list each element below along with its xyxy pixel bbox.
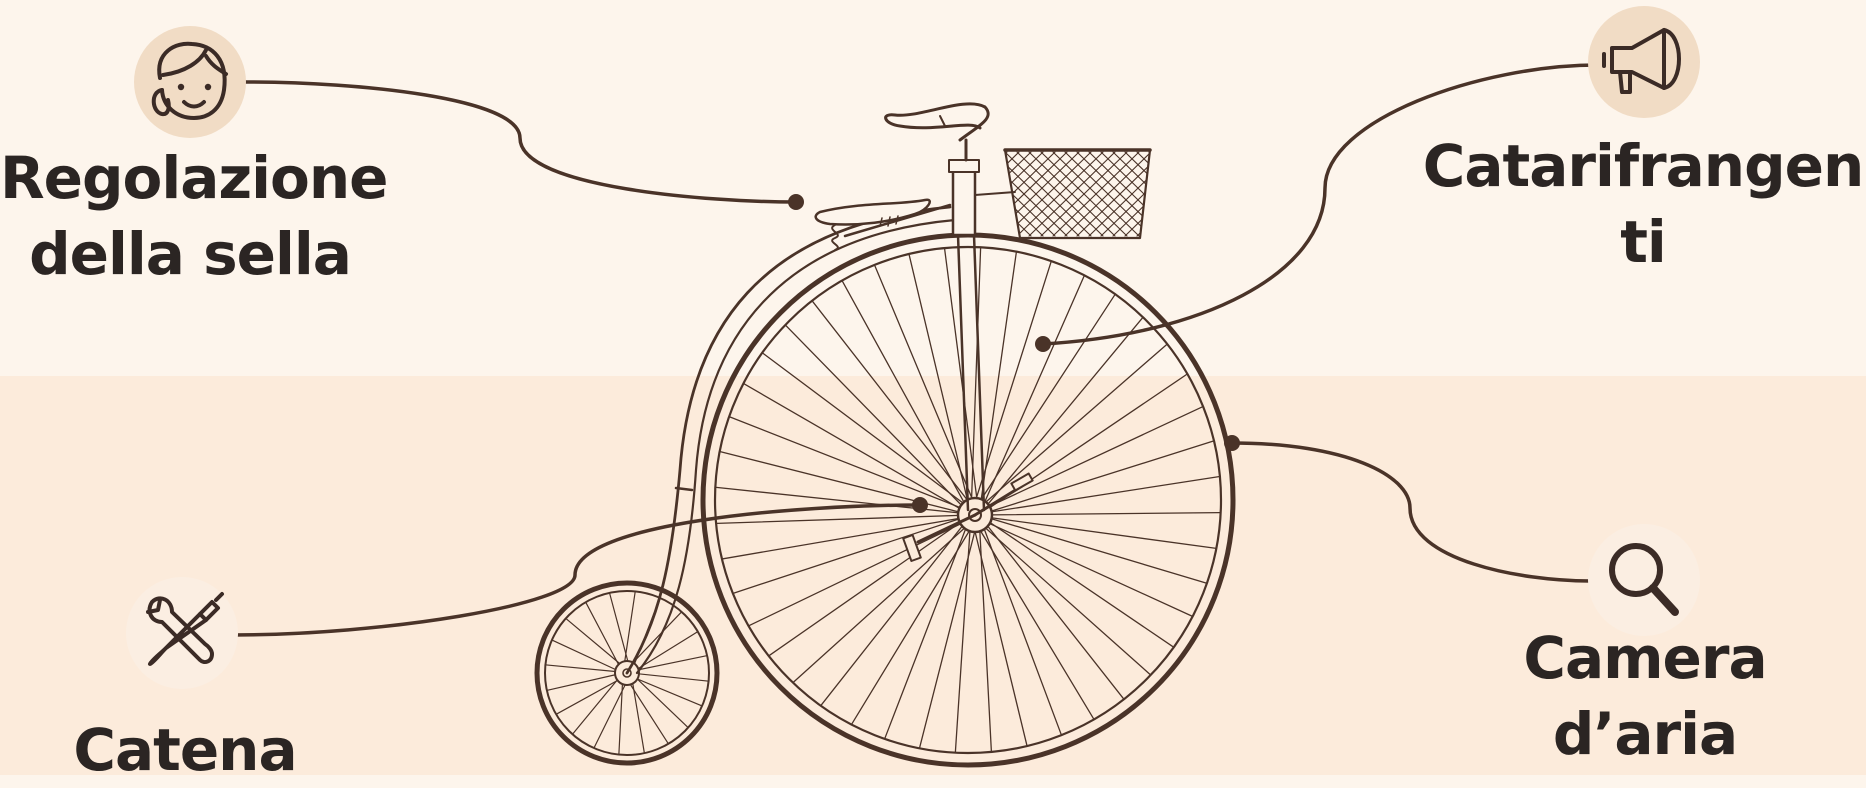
callout-label-inner-tube: Camera d’aria [1480,620,1810,772]
woman-face-icon [134,26,246,138]
callout-label-saddle: Regolazione della sella [0,140,380,292]
callout-label-reflectors: Catarifrangenti [1420,128,1866,280]
head-tube [953,170,975,235]
anchor-dot-inner-tube [1224,435,1240,451]
tools-icon [126,577,238,689]
anchor-dot-chain [912,497,928,513]
callout-label-chain: Catena [40,712,330,788]
megaphone-icon [1588,6,1700,118]
anchor-dot-reflectors [1035,336,1051,352]
anchor-dot-saddle [788,194,804,210]
